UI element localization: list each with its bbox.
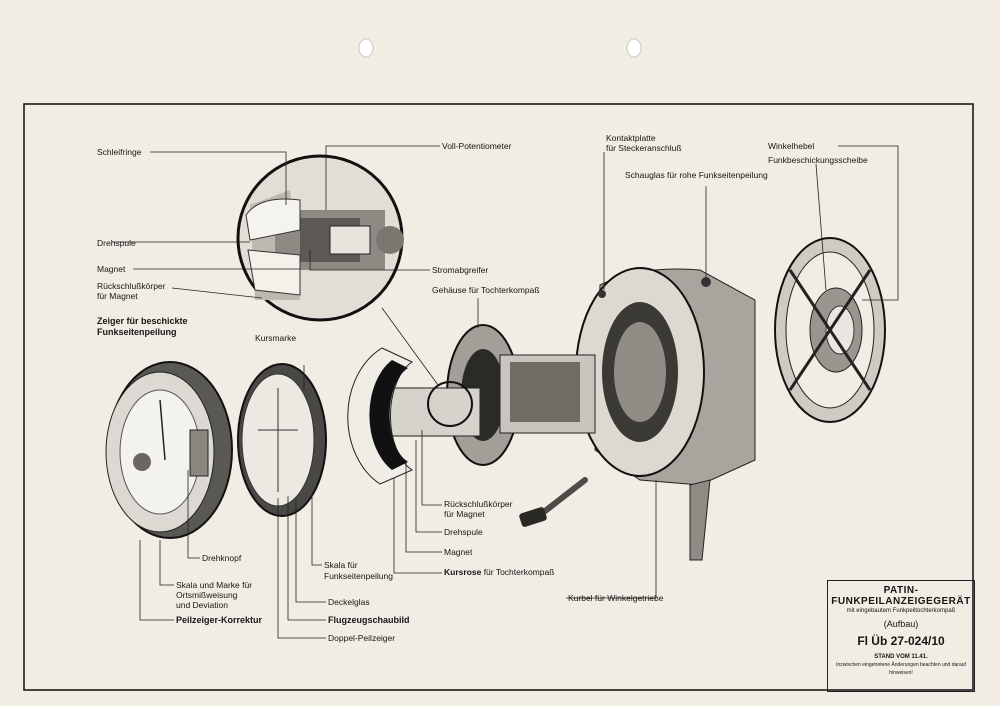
crank-assembly — [519, 477, 711, 561]
label-magnet-bot: Magnet — [444, 547, 473, 557]
label-drehknopf: Drehknopf — [202, 553, 242, 563]
title-line-2: FUNKPEILANZEIGEGERÄT — [831, 596, 971, 607]
document-number: Fl Üb 27-024/10 — [857, 634, 945, 648]
label-peilzeiger: Peilzeiger-Korrektur — [176, 615, 263, 625]
label-rueckschluss-bot-2: für Magnet — [444, 509, 485, 519]
label-kontaktplatte-1: Kontaktplatte — [606, 133, 656, 143]
punch-hole-left — [358, 38, 374, 58]
label-skala-marke-2: Ortsmißweisung — [176, 590, 238, 600]
label-schleifringe: Schleifringe — [97, 147, 142, 157]
label-kursrose-bold: Kursrose — [444, 567, 482, 577]
label-flugzeugschaubild: Flugzeugschaubild — [328, 615, 410, 625]
magnified-inset — [236, 154, 404, 322]
label-drehspule-bot: Drehspule — [444, 527, 483, 537]
label-magnet-top: Magnet — [97, 264, 126, 274]
label-skala-marke-1: Skala und Marke für — [176, 580, 253, 590]
punch-hole-right — [626, 38, 642, 58]
label-stromabgreifer: Stromabgreifer — [432, 265, 489, 275]
label-skala-funk-2: Funkseitenpeilung — [324, 571, 393, 581]
change-note: Inzwischen eingetretene Änderungen beach… — [836, 662, 966, 676]
label-kursrose: Kursrose für Tochterkompaß — [444, 567, 554, 577]
middle-shaft — [389, 324, 596, 466]
label-kontaktplatte-2: für Steckeranschluß — [606, 143, 682, 153]
stand-date: STAND VOM 11.41. — [874, 654, 928, 660]
title-block: PATIN- FUNKPEILANZEIGEGERÄT mit eingebau… — [827, 580, 975, 692]
kursrose-scale — [347, 347, 414, 485]
title-line-1: PATIN- — [883, 585, 919, 596]
label-gehaeuse: Gehäuse für Tochterkompaß — [432, 285, 540, 295]
label-funkbeschickungsscheibe: Funkbeschickungsscheibe — [768, 155, 868, 165]
title-line-4: (Aufbau) — [883, 619, 919, 629]
front-instrument — [105, 361, 233, 539]
label-voll-potentiometer: Voll-Potentiometer — [442, 141, 512, 151]
label-drehspule-top: Drehspule — [97, 238, 136, 248]
label-zeiger-1: Zeiger für beschickte — [97, 316, 188, 326]
label-deckelglas: Deckelglas — [328, 597, 370, 607]
beschickung-disc — [774, 237, 886, 423]
label-zeiger-2: Funkseitenpeilung — [97, 327, 177, 337]
label-rueckschluss-top-1: Rückschlußkörper — [97, 281, 166, 291]
title-line-3: mit eingebautem Funkpeiltochterkompaß — [846, 608, 956, 614]
leader-lines — [112, 145, 899, 639]
label-skala-funk-1: Skala für — [324, 560, 358, 570]
label-schauglas: Schauglas für rohe Funkseitenpeilung — [625, 170, 768, 180]
label-kursrose-rest: für Tochterkompaß — [481, 567, 555, 577]
label-rueckschluss-bot-1: Rückschlußkörper — [444, 499, 513, 509]
deckelglas-disc — [237, 363, 327, 517]
label-winkelhebel: Winkelhebel — [768, 141, 815, 151]
label-kurbel: Kurbel für Winkelgetriebe — [568, 593, 664, 603]
housing-assembly — [575, 267, 756, 486]
label-doppel-peilzeiger: Doppel-Peilzeiger — [328, 633, 396, 643]
drawing-frame — [23, 103, 974, 691]
label-kursmarke: Kursmarke — [255, 333, 297, 343]
label-skala-marke-3: und Deviation — [176, 600, 228, 610]
label-rueckschluss-top-2: für Magnet — [97, 291, 138, 301]
